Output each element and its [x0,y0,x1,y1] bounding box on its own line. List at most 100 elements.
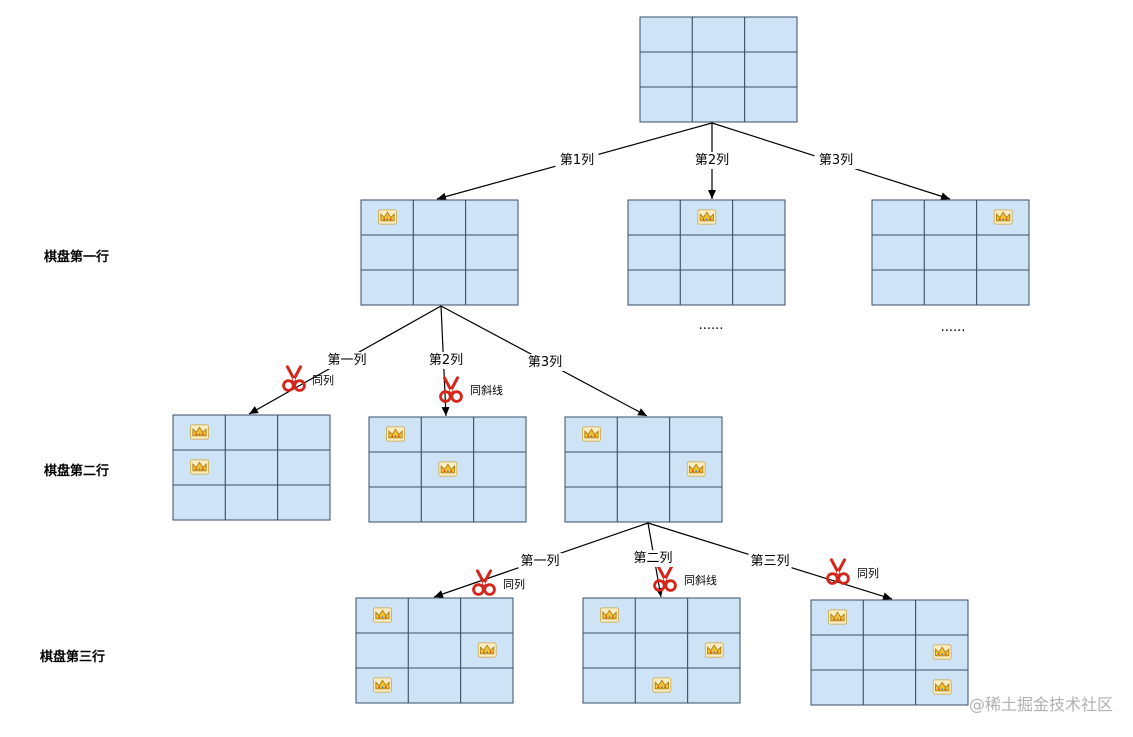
crown-icon [993,209,1013,225]
edge-label-l2-col3: 第3列 [528,355,562,370]
board-cell [368,451,422,488]
board-cell [277,414,331,451]
board-cell [691,51,746,88]
crown-icon [582,426,601,442]
board-cell [744,16,798,53]
board-root [639,16,798,123]
watermark: @稀土掘金技术社区 [968,695,1113,714]
board-cell [691,16,746,53]
crown-icon [932,679,952,695]
board-cell [810,669,864,706]
edge-label-l1-col2-bg [690,152,734,169]
board-cell [473,416,527,453]
crown-icon [373,677,392,693]
board-cell [862,669,917,706]
board-cell [687,667,741,704]
board-cell [627,269,681,306]
board-cell [687,597,741,634]
crown-icon [932,644,952,660]
board-cell [412,269,467,306]
board-cell [582,632,636,669]
edge-label-l3-col3: 第三列 [750,554,789,569]
prune-note-l2-col1: 同列 [312,373,334,387]
board-cell [465,199,519,236]
ellipsis-r1c2: ...... [699,318,724,333]
edge-label-l2-col1-bg [325,352,369,369]
board-cell [810,634,864,671]
board-cell [465,234,519,271]
board-cell [732,199,786,236]
prune-note-l3-col3: 同列 [857,566,879,580]
board-cell [460,667,514,704]
edge-label-l2-col2: 第2列 [429,353,463,368]
crown-icon [652,677,672,693]
edge-label-l3-col2: 第二列 [633,551,672,566]
board-cell [412,234,467,271]
edge-label-l2-col2-bg [424,352,468,369]
board-cell [691,86,746,123]
crown-icon [477,642,497,658]
crown-icon [386,426,405,442]
board-cell [582,597,636,634]
board-cell [420,486,475,523]
board-cell [360,234,414,271]
edge-label-l3-col1: 第一列 [520,554,559,569]
board-cell [923,234,978,271]
prune-note-l3-col1: 同列 [503,577,525,591]
board-cell [460,597,514,634]
board-cell [582,667,636,704]
edge-label-l1-col1: 第1列 [560,153,594,168]
board-cell [669,486,723,523]
board-cell [732,234,786,271]
board-cell [616,486,671,523]
ellipsis-r1c3: ...... [941,320,966,335]
board-cell [368,486,422,523]
board-cell [634,597,689,634]
board-cell [871,234,925,271]
board-cell [639,86,693,123]
board-cell [923,199,978,236]
board-cell [639,51,693,88]
board-cell [277,484,331,521]
crown-icon [828,609,847,625]
board-cell [871,199,925,236]
edge-label-l3-col2-bg [631,550,675,567]
prune-note-l3-col2: 同斜线 [684,573,717,587]
edge-label-l2-col3-bg [523,354,567,371]
board-r1c3 [871,199,1030,306]
board-cell [732,269,786,306]
board-r3c1 [355,597,514,704]
board-cell [277,449,331,486]
board-r2c2 [368,416,527,523]
crown-icon [600,607,619,623]
board-cell [407,632,462,669]
crown-icon [704,642,724,658]
board-cell [355,632,409,669]
board-cell [627,234,681,271]
row-label-1: 棋盘第一行 [44,250,110,265]
edge-label-l1-col3-bg [814,152,858,169]
board-cell [669,416,723,453]
crown-icon [697,209,717,225]
edge-label-l3-col1-bg [518,553,562,570]
board-cell [564,451,618,488]
board-cell [465,269,519,306]
board-cell [862,634,917,671]
board-cell [616,416,671,453]
board-r2c3 [564,416,723,523]
board-cell [616,451,671,488]
crown-icon [686,461,706,477]
board-cell [627,199,681,236]
board-cell [564,486,618,523]
board-cell [679,269,734,306]
board-r1c2 [627,199,786,306]
board-cell [420,416,475,453]
board-cell [976,234,1030,271]
row-label-2: 棋盘第二行 [44,464,110,479]
board-cell [224,484,279,521]
board-cell [744,86,798,123]
board-r3c2 [582,597,741,704]
board-r1c1 [360,199,519,306]
board-r2c1 [172,414,331,521]
